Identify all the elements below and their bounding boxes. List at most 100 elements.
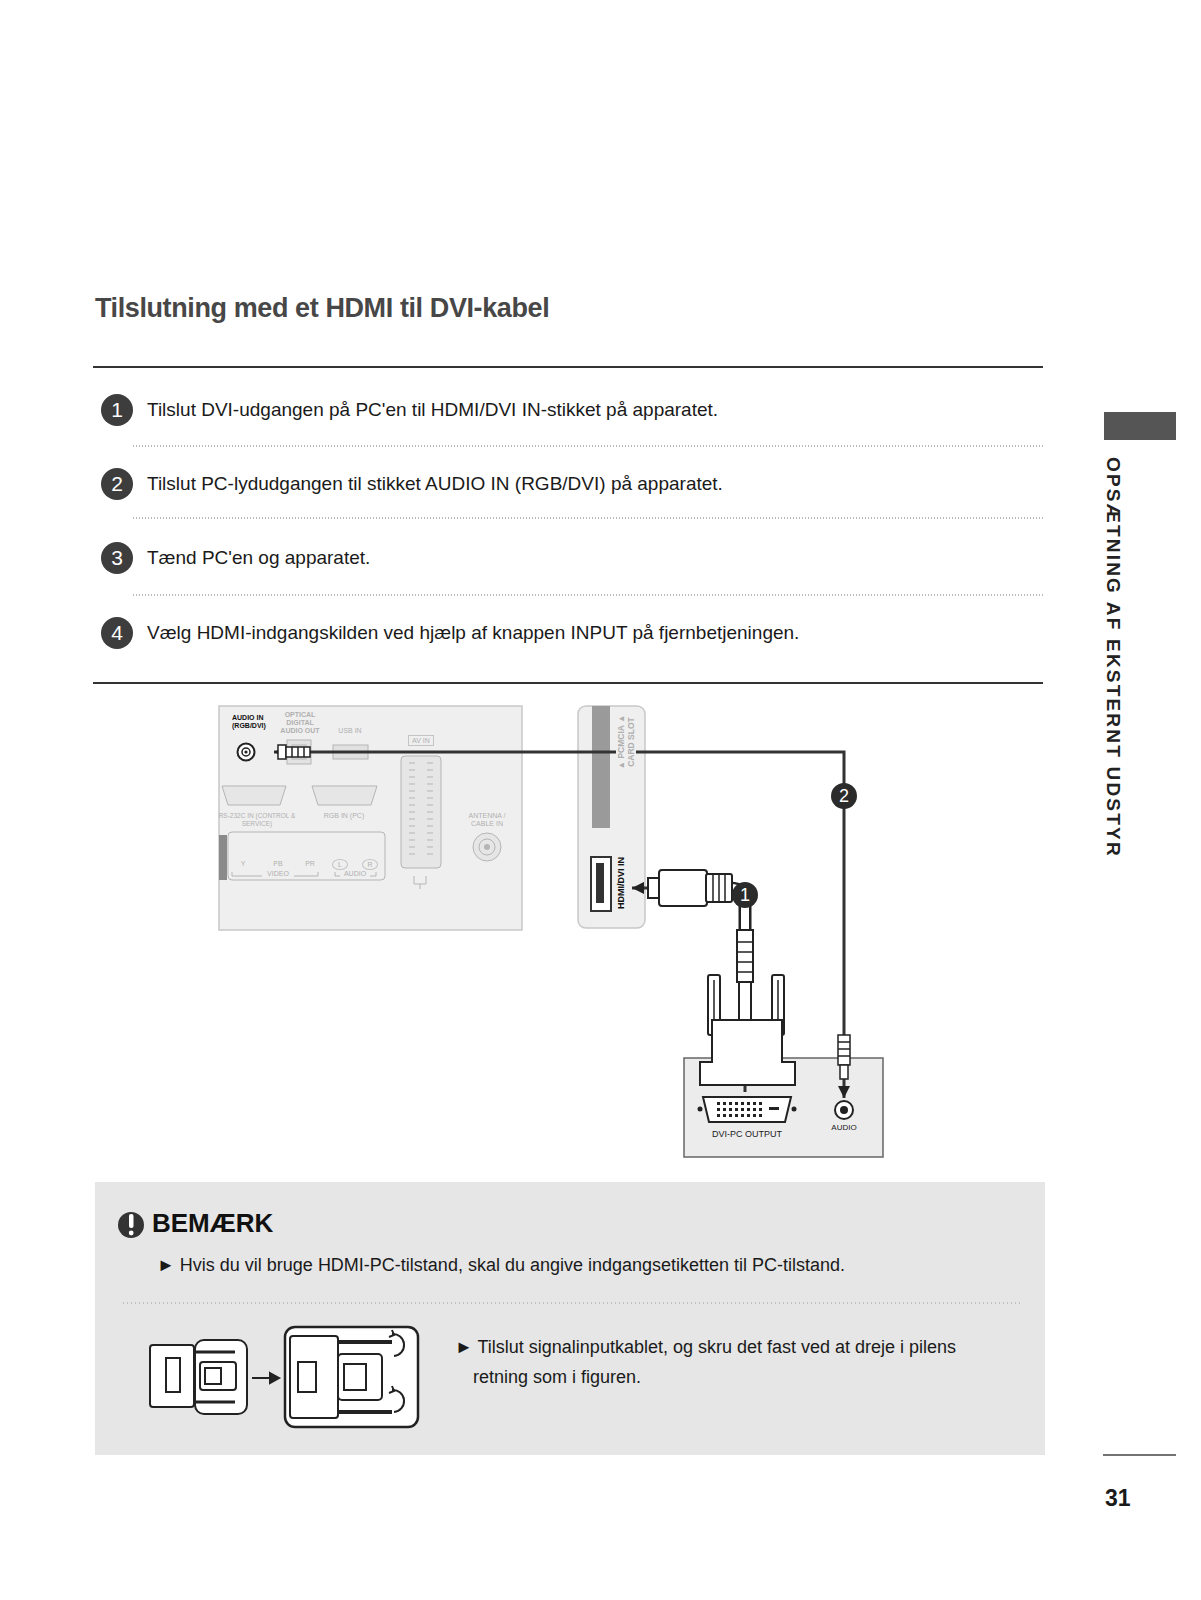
jack-symbol xyxy=(840,1106,848,1114)
port-label: HDMI/DVI IN xyxy=(615,849,627,917)
note-box: BEMÆRK► Hvis du vil bruge HDMI-PC-tilsta… xyxy=(95,1182,1045,1455)
port-pins xyxy=(409,805,433,806)
note-panel xyxy=(123,1303,1022,1304)
dvi-pin xyxy=(735,1114,738,1117)
dvi-pin xyxy=(759,1102,762,1105)
screw-figure xyxy=(344,1364,366,1390)
tv-rear-panel xyxy=(479,839,495,855)
audio-plug xyxy=(286,747,310,757)
note-panel xyxy=(95,1182,1045,1455)
port-pins xyxy=(409,784,433,785)
dvi-pin xyxy=(729,1102,732,1105)
dvi-pin xyxy=(735,1102,738,1105)
audio-plug xyxy=(278,745,286,759)
screw-figure xyxy=(166,1358,180,1392)
dvi-pin xyxy=(723,1102,726,1105)
port-pins xyxy=(409,770,433,771)
jack-label: PR xyxy=(302,860,318,868)
hdmi-plug xyxy=(659,870,707,906)
dvi-pin xyxy=(759,1114,762,1117)
port-pins xyxy=(409,819,433,820)
slot-label: ▲ PCMCIA ▲ CARD SLOT xyxy=(616,712,636,772)
dvi-pin xyxy=(753,1114,756,1117)
tv-rear-panel xyxy=(473,833,501,861)
screw-figure xyxy=(389,1330,394,1337)
note-panel xyxy=(95,1182,1045,1455)
screw-figure xyxy=(205,1368,221,1384)
jack-symbol xyxy=(244,750,247,753)
section-tab: OPSÆTNING AF EKSTERNT UDSTYR xyxy=(1102,457,1124,858)
step-row: 2Tilslut PC-lydudgangen til stikket AUDI… xyxy=(101,468,1043,504)
screw-figure xyxy=(338,1354,382,1400)
port-pins xyxy=(409,847,433,848)
dvi-socket xyxy=(703,1097,791,1122)
tv-rear-panel xyxy=(401,756,441,868)
step-text: Tilslut PC-lydudgangen til stikket AUDIO… xyxy=(147,468,723,500)
dvi-pin xyxy=(747,1114,750,1117)
dvi-pin xyxy=(741,1108,744,1111)
dvi-pin xyxy=(735,1108,738,1111)
rule-line xyxy=(93,366,1043,368)
dvi-socket xyxy=(697,1094,797,1126)
hdmi-socket xyxy=(596,863,604,903)
cable-connector xyxy=(274,752,844,1098)
tv-rear-panel xyxy=(484,844,490,850)
dvi-plug xyxy=(700,930,795,1085)
group-label: AUDIO xyxy=(340,870,370,878)
dvi-socket xyxy=(792,1107,797,1112)
port-pins xyxy=(409,833,433,834)
note-text: ► Tilslut signalinputkablet, og skru det… xyxy=(455,1332,1015,1392)
audio-plug xyxy=(292,747,304,757)
port-pins xyxy=(409,763,433,854)
audio-plug xyxy=(838,1042,850,1056)
hdmi-socket xyxy=(590,856,612,912)
screw-figure xyxy=(392,1334,404,1356)
dvi-pin xyxy=(759,1108,762,1111)
dvi-plug xyxy=(737,930,753,982)
tv-side-panel xyxy=(578,706,645,928)
audio-output-port: AUDIO xyxy=(824,1098,864,1138)
step-row: 1Tilslut DVI-udgangen på PC'en til HDMI/… xyxy=(101,394,1043,430)
screw-figure xyxy=(200,1362,236,1390)
port-label: DVI-PC OUTPUT xyxy=(697,1128,797,1140)
port-pins xyxy=(409,798,433,799)
dvi-pin xyxy=(723,1114,726,1117)
dvi-plug xyxy=(737,942,753,972)
screw-figure xyxy=(392,1390,404,1412)
screw-figure xyxy=(150,1327,418,1427)
dvi-plug xyxy=(739,982,751,1020)
page-rule xyxy=(1103,1454,1176,1456)
audio-plug xyxy=(838,1035,850,1065)
dvi-pin xyxy=(741,1102,744,1105)
jack-symbol xyxy=(238,744,255,761)
screw-figure xyxy=(195,1340,247,1414)
port-pins xyxy=(409,763,433,764)
dvi-pin xyxy=(753,1102,756,1105)
dvi-socket xyxy=(698,1107,703,1112)
dvi-pin xyxy=(717,1114,720,1117)
note-panel xyxy=(129,1214,134,1228)
tv-rear-panel xyxy=(222,786,286,805)
jack-label: R xyxy=(362,859,378,870)
page-number: 31 xyxy=(1105,1484,1131,1512)
port-label: RGB IN (PC) xyxy=(314,812,374,820)
step-number: 4 xyxy=(101,617,133,649)
dotted-separator xyxy=(133,446,1043,447)
port-pins xyxy=(409,777,433,778)
screw-figure xyxy=(194,1352,235,1402)
tv-rear-panel xyxy=(414,876,426,889)
note-heading: BEMÆRK xyxy=(152,1207,273,1239)
dvi-pin xyxy=(769,1107,779,1110)
dvi-plug xyxy=(700,1020,795,1085)
jack-label: Y xyxy=(235,860,251,868)
audio-in-port: AUDIO IN (RGB/DVI) xyxy=(230,714,274,764)
dvi-pin xyxy=(723,1108,726,1111)
dvi-pin xyxy=(717,1102,720,1105)
hdmi-plug xyxy=(648,870,745,932)
dvi-pin xyxy=(717,1108,720,1111)
jack-symbol xyxy=(242,748,250,756)
